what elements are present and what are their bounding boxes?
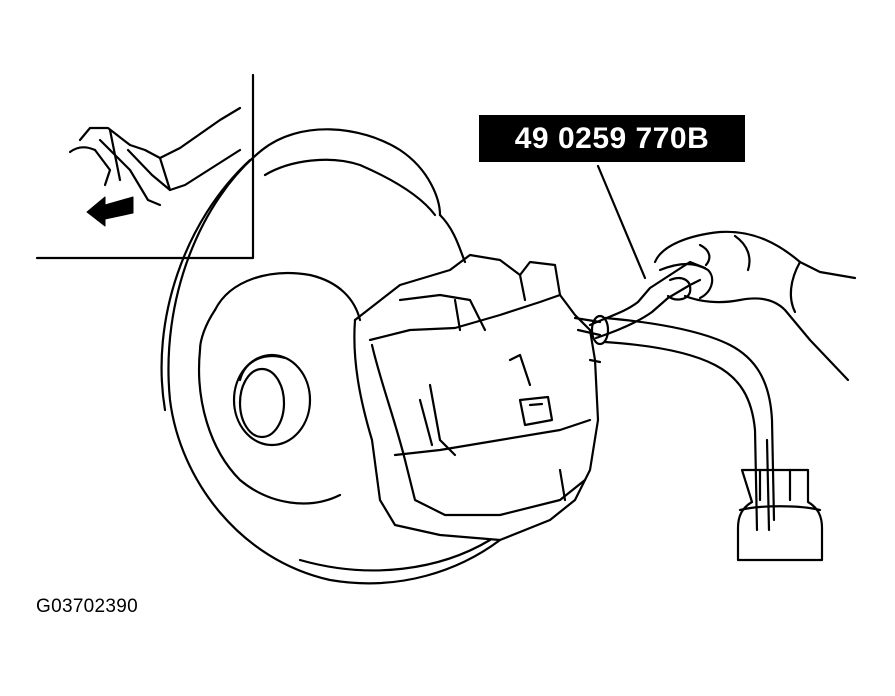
hand-illustration bbox=[653, 230, 857, 382]
fluid-container bbox=[736, 468, 824, 562]
bleeder-hose bbox=[573, 314, 776, 532]
wheel-hub bbox=[197, 271, 362, 505]
callout-leader-line bbox=[596, 164, 647, 280]
left-arrow-icon bbox=[86, 196, 134, 227]
figure-code: G03702390 bbox=[36, 596, 139, 617]
brake-caliper bbox=[353, 253, 602, 542]
brake-disc bbox=[160, 128, 502, 585]
tool-number-label: 49 0259 770B bbox=[479, 115, 745, 162]
inset-detail bbox=[35, 73, 255, 260]
